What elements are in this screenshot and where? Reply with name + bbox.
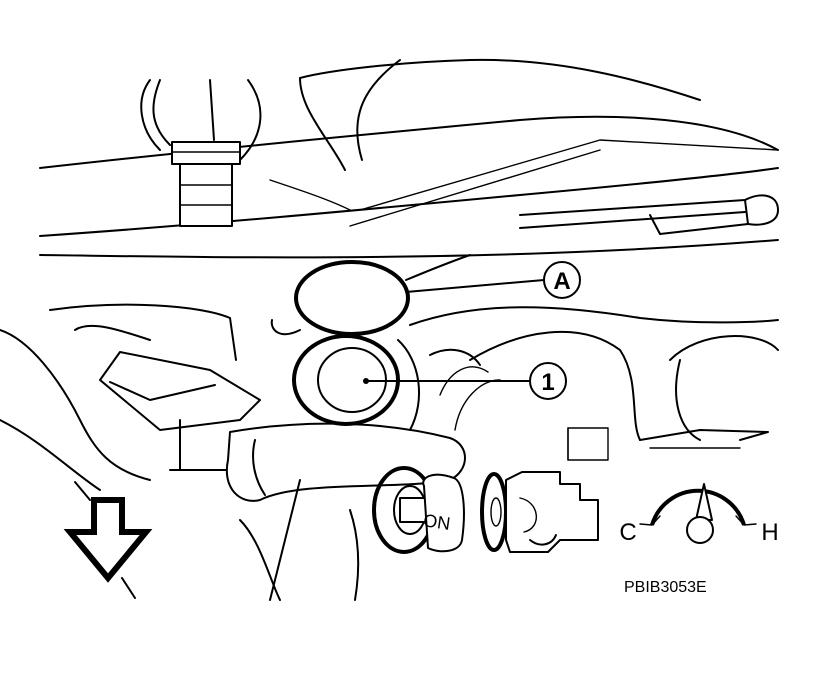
mid-engine-linework <box>0 303 779 491</box>
callout-1: 1 <box>363 362 567 400</box>
electrical-connector <box>171 141 241 227</box>
callout-a: A <box>405 261 581 299</box>
engine-start-icon <box>480 471 599 553</box>
lower-hose <box>225 422 466 601</box>
callout-1-label: 1 <box>541 369 554 396</box>
callout-1-circle <box>529 362 567 400</box>
ignition-on-label: ON <box>422 510 452 534</box>
ignition-key-icon: ON <box>372 466 465 554</box>
upper-engine-linework <box>39 58 779 259</box>
temp-gauge-cold-label: C <box>619 519 636 546</box>
component-a-body <box>270 254 471 336</box>
temperature-gauge-icon: C H <box>619 483 779 546</box>
control-rod <box>519 194 779 235</box>
figure-code: PBIB3053E <box>624 579 707 596</box>
bracket-arm <box>99 351 261 471</box>
component-1-body <box>292 334 501 431</box>
callout-a-circle <box>543 261 581 299</box>
front-direction-arrow-icon <box>63 481 153 599</box>
callout-a-label: A <box>553 268 570 295</box>
temp-gauge-hot-label: H <box>761 519 778 546</box>
